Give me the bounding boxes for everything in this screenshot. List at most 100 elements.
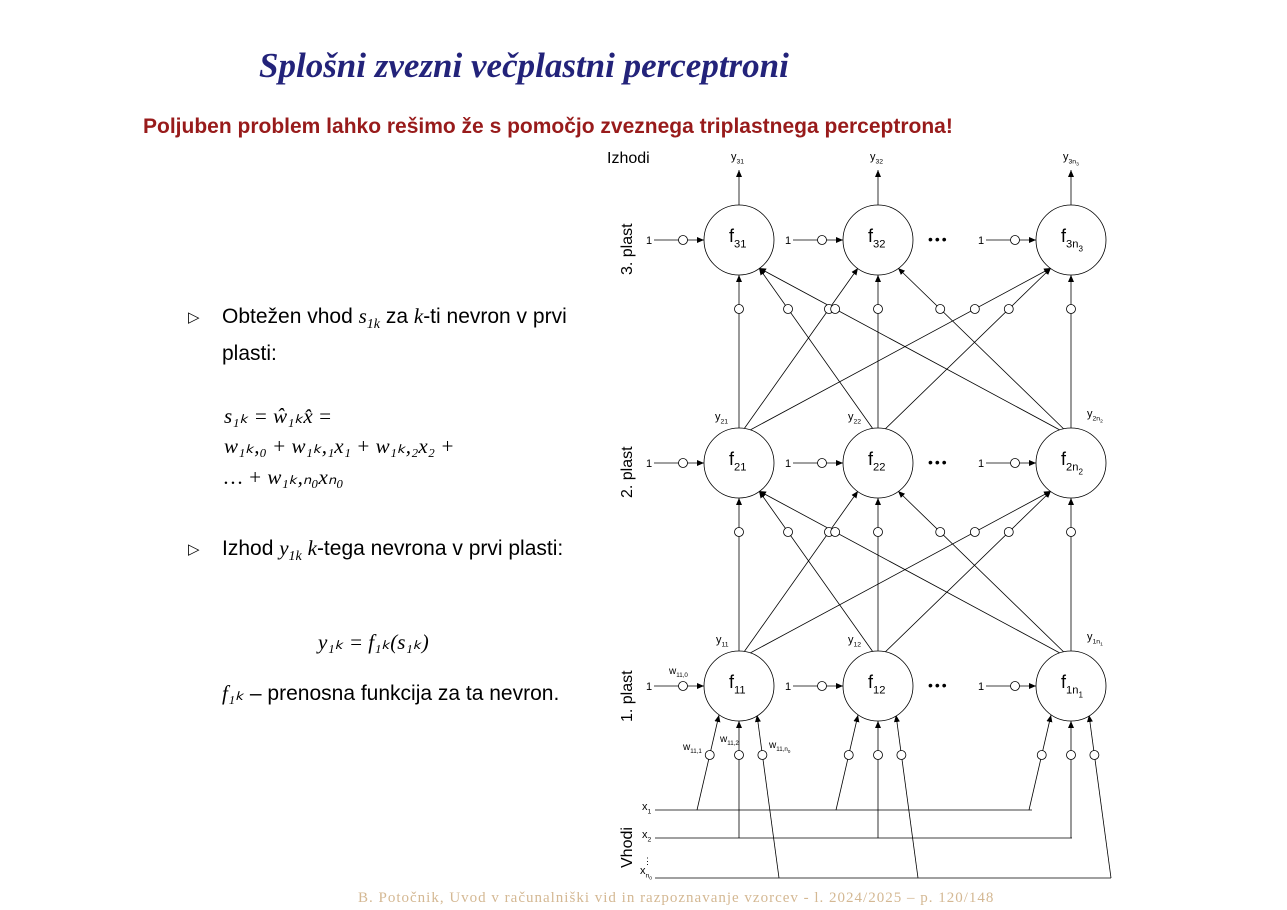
neuron-node <box>842 650 914 722</box>
connection-line <box>738 490 1052 660</box>
output-label-y2: y21 <box>715 411 728 425</box>
input-weight-node <box>704 750 715 760</box>
bias-label: 1 <box>785 681 791 693</box>
neuron-label: f11 <box>729 672 746 696</box>
input-weight-node <box>1089 750 1100 760</box>
neuron-node <box>1035 427 1107 499</box>
connection-line <box>738 267 859 437</box>
output-label-y1: y11 <box>716 634 729 648</box>
output-label-y3: y32 <box>870 151 883 165</box>
input-label-x1: x1 <box>642 801 652 815</box>
bias-label: 1 <box>978 458 984 470</box>
ellipsis-dots: ••• <box>928 677 949 693</box>
neuron-label: f31 <box>729 226 746 250</box>
layer-label-2: 2. plast <box>619 446 636 498</box>
neuron-node <box>1035 204 1107 276</box>
input-connection <box>1028 714 1053 811</box>
weight-node <box>969 527 980 537</box>
input-connection <box>893 714 919 879</box>
connection-line <box>897 267 1072 437</box>
connection-line <box>758 267 879 437</box>
neuron-label: f3n3 <box>1061 226 1083 253</box>
weight-node <box>734 527 744 537</box>
output-label-y1: y12 <box>848 634 861 648</box>
connection-line <box>738 267 1052 437</box>
neuron-node <box>842 204 914 276</box>
neuron-label: f22 <box>868 449 885 473</box>
neuron-label: f21 <box>729 449 746 473</box>
bias-label: 1 <box>646 681 652 693</box>
bias-weight-node <box>817 235 827 245</box>
weight-node <box>1066 527 1076 537</box>
output-label-y2: y22 <box>848 411 861 425</box>
connection-line <box>758 490 879 660</box>
weight-node <box>1003 527 1014 537</box>
bias-weight-node <box>817 458 827 468</box>
weight-node <box>873 527 883 537</box>
layer-label-1: 1. plast <box>619 670 636 722</box>
weight-node <box>783 527 793 537</box>
input-weight-node <box>843 750 854 760</box>
output-label-y3: y31 <box>731 151 744 165</box>
bias-label: 1 <box>978 681 984 693</box>
connection-line <box>758 267 1072 437</box>
connection-line <box>877 490 1052 660</box>
bias-weight-node <box>678 458 688 468</box>
page-subtitle: Poljuben problem lahko rešimo že s pomoč… <box>143 115 953 138</box>
neuron-label: f12 <box>868 672 885 696</box>
output-label-y1: y1n1 <box>1087 631 1103 648</box>
neuron-label: f2n2 <box>1061 449 1083 476</box>
weight-node <box>935 304 946 314</box>
weight-label-w112: w11,2 <box>719 734 739 747</box>
ellipsis-dots: ••• <box>928 231 949 247</box>
outputs-label: Izhodi <box>607 150 650 167</box>
neuron-label: f32 <box>868 226 885 250</box>
page-title: Splošni zvezni večplastni perceptroni <box>259 46 789 85</box>
weight-node <box>783 304 793 314</box>
bias-weight-node <box>1010 235 1020 245</box>
input-connection <box>1086 714 1112 879</box>
weight-node <box>1066 304 1076 314</box>
bias-weight-node <box>817 681 827 691</box>
input-connection <box>754 714 780 879</box>
input-label-xn: xn0 <box>640 865 652 882</box>
neuron-label: f1n1 <box>1061 672 1083 699</box>
input-connection <box>835 714 860 811</box>
neuron-node <box>703 650 775 722</box>
weight-node <box>734 304 744 314</box>
input-weight-node <box>1066 750 1076 760</box>
bullet-marker-2: ▷ <box>188 541 200 558</box>
weight-node <box>830 304 841 314</box>
inputs-label: Vhodi <box>619 827 636 868</box>
bias-weight-node <box>678 681 688 691</box>
connection-line <box>877 267 1052 437</box>
bias-weight-node <box>678 235 688 245</box>
input-label-x2: x2 <box>642 829 652 843</box>
footer: B. Potočnik, Uvod v računalniški vid in … <box>358 890 995 906</box>
neuron-node <box>703 427 775 499</box>
bias-label: 1 <box>646 235 652 247</box>
weight-node <box>830 527 841 537</box>
connection-line <box>897 490 1072 660</box>
neuron-node <box>842 427 914 499</box>
neuron-node <box>703 204 775 276</box>
input-dots: ⋮ <box>643 856 652 866</box>
input-weight-node <box>1036 750 1047 760</box>
weight-node <box>873 304 883 314</box>
ellipsis-dots: ••• <box>928 454 949 470</box>
bullet-text-2: Izhod y1k k-tega nevrona v prvi plasti: <box>222 536 564 565</box>
bullet-text-1: Obtežen vhod s1k za k-ti nevron v prvi p… <box>222 304 567 366</box>
input-weight-node <box>757 750 768 760</box>
bias-label: 1 <box>978 235 984 247</box>
output-label-y2: y2n2 <box>1087 408 1103 425</box>
bias-label: 1 <box>646 458 652 470</box>
connection-line <box>738 490 859 660</box>
weight-node <box>935 527 946 537</box>
bias-label: 1 <box>785 458 791 470</box>
weight-node <box>1003 304 1014 314</box>
connection-line <box>758 490 1072 660</box>
transfer-function-note: f₁ₖ – prenosna funkcija za ta nevron. <box>222 681 560 705</box>
layer-label-3: 3. plast <box>619 223 636 275</box>
neuron-node <box>1035 650 1107 722</box>
